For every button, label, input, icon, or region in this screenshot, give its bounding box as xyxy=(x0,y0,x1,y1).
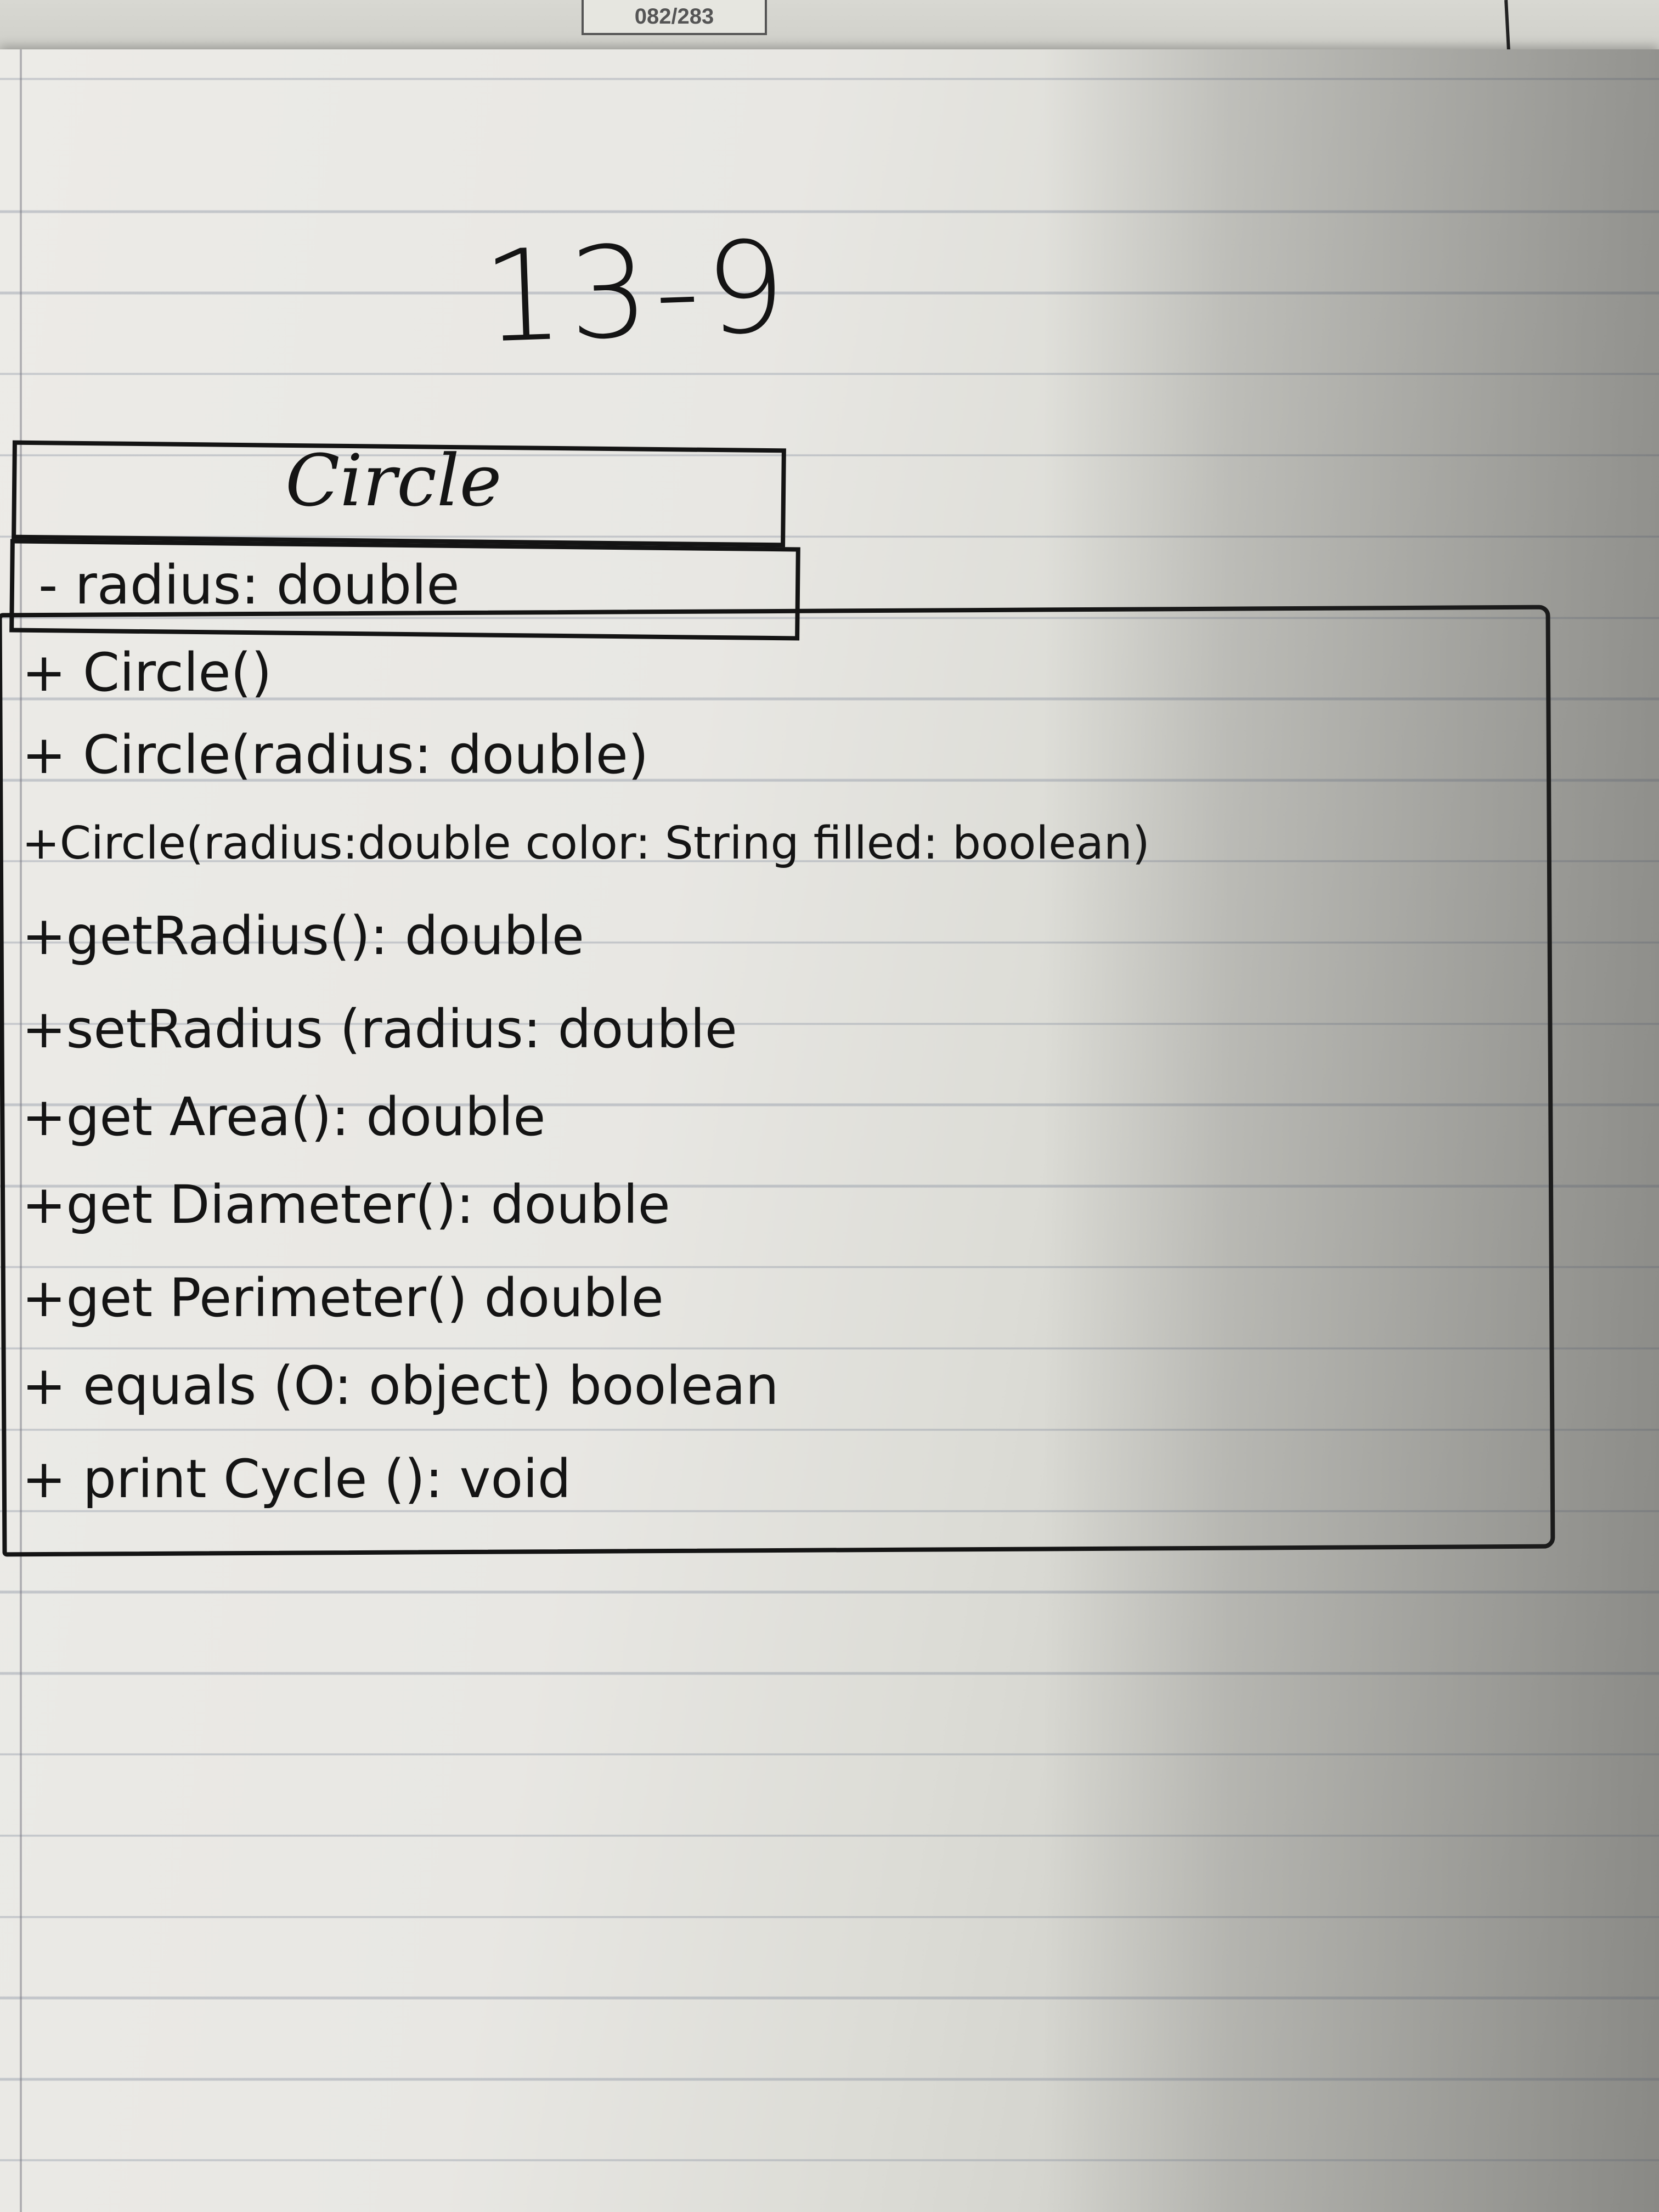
operation-row: + equals (O: object) boolean xyxy=(22,1355,779,1417)
operation-row: + Circle() xyxy=(22,642,272,703)
attribute-radius: - radius: double xyxy=(38,554,460,617)
page-counter-tab: 082/283 xyxy=(582,0,767,35)
operation-row: +getRadius(): double xyxy=(22,905,584,967)
operation-row: + print Cycle (): void xyxy=(22,1448,571,1510)
margin-line xyxy=(20,49,22,2212)
page-title: 13-9 xyxy=(480,214,794,371)
operation-row: +get Diameter(): double xyxy=(22,1174,670,1235)
operation-row: +get Perimeter() double xyxy=(22,1267,664,1329)
notebook-paper xyxy=(0,49,1659,2212)
operation-row: +Circle(radius:double color: String fill… xyxy=(22,817,1150,870)
class-name: Circle xyxy=(285,439,502,522)
operation-row: +get Area(): double xyxy=(22,1086,546,1148)
operation-row: +setRadius (radius: double xyxy=(22,998,737,1060)
operation-row: + Circle(radius: double) xyxy=(22,724,649,786)
